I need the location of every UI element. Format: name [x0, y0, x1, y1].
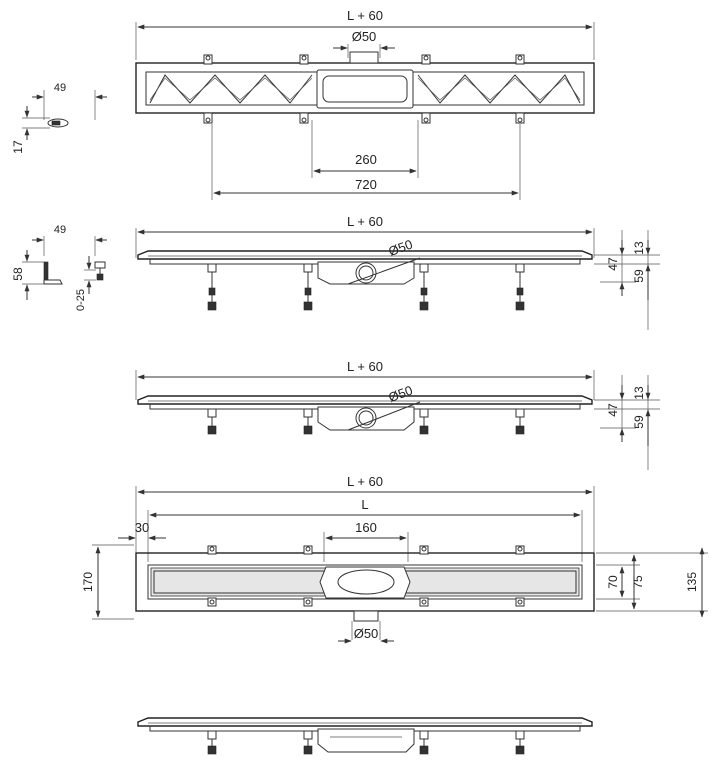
dim-side-width-1: 49 — [54, 82, 66, 94]
dim-height-c-3: 13 — [632, 386, 646, 400]
dim-total-h-4: 135 — [685, 572, 699, 592]
outlet-stub-4 — [353, 610, 379, 622]
dim-height-4: 170 — [81, 572, 95, 592]
view-4-top: L + 60 L 30 160 — [81, 474, 708, 644]
dim-overall-2: L + 60 — [347, 214, 383, 229]
dim-side-width-2: 49 — [54, 224, 66, 236]
dim-outlet-3: Ø50 — [386, 383, 414, 406]
feet-5 — [207, 730, 525, 755]
dim-total-span: 720 — [355, 177, 377, 192]
dim-overall-1: L + 60 — [347, 8, 383, 23]
dim-inner-a-4: 70 — [606, 575, 620, 589]
view-1-top: L + 60 Ø50 — [11, 8, 595, 200]
outlet-stub-1 — [349, 51, 379, 64]
adjustable-feet-2 — [207, 263, 525, 311]
dim-height-a-3: 47 — [606, 403, 620, 417]
dim-center-span: 260 — [355, 152, 377, 167]
dim-side-height-1: 17 — [11, 140, 25, 154]
dim-overall-4: L + 60 — [347, 474, 383, 489]
brackets-bottom-1 — [203, 112, 525, 124]
brackets-4 — [207, 545, 525, 607]
sump-5 — [317, 728, 415, 753]
brackets-top-1 — [203, 54, 525, 65]
foot-detail-2 — [22, 261, 63, 285]
feet-3 — [207, 408, 525, 435]
view-2-side: L + 60 Ø50 — [11, 214, 660, 330]
dim-outlet-2: Ø50 — [386, 237, 414, 260]
channel-flange-3 — [137, 395, 593, 405]
adjust-detail-2 — [84, 261, 106, 281]
dim-height-a-2: 47 — [606, 257, 620, 271]
dim-height-b-3: 59 — [632, 415, 646, 429]
dim-adjust-2: 0-25 — [75, 289, 87, 311]
dim-inner-b-4: 75 — [631, 575, 645, 589]
dim-height-b-2: 59 — [632, 269, 646, 283]
sump-4 — [319, 566, 411, 599]
dim-length-4: L — [361, 497, 368, 512]
channel-flange-5 — [137, 717, 593, 727]
dim-height-c-2: 13 — [632, 241, 646, 255]
dim-outlet-1: Ø50 — [352, 29, 377, 44]
dim-edge-4: 30 — [135, 520, 149, 535]
channel-flange-2 — [137, 250, 593, 260]
view-3-side: L + 60 Ø50 — [135, 359, 660, 470]
dim-overall-3: L + 60 — [347, 359, 383, 374]
dim-center-4: 160 — [355, 520, 377, 535]
dim-outlet-4: Ø50 — [354, 626, 379, 641]
dim-side-height-2: 58 — [11, 267, 25, 281]
view-5-side — [137, 717, 593, 755]
